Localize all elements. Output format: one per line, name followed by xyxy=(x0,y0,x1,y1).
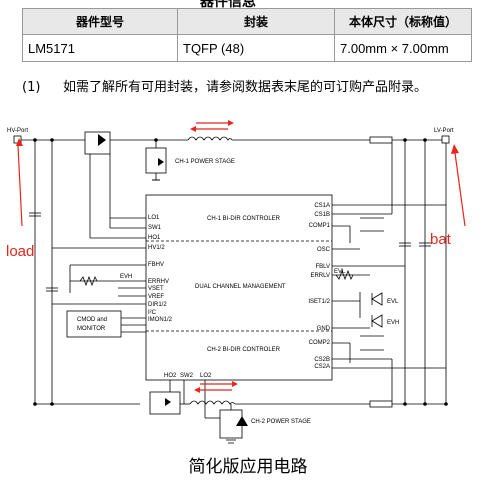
evh-arrow-label: EVH xyxy=(387,320,399,326)
lv-port-label: LV-Port xyxy=(434,128,454,134)
lm5171-ic-block xyxy=(145,194,333,381)
ic-pin-right-8: COMP2 xyxy=(309,340,331,346)
cmod-label-2: MONITOR xyxy=(77,326,106,332)
ic-pin-left-0: LO1 xyxy=(148,215,160,221)
ic-pin-right-1: CS1B xyxy=(314,212,330,218)
evh-label: EVH xyxy=(120,274,132,280)
ch1-power-stage-label: CH-1 POWER STAGE xyxy=(175,159,235,165)
ch2-controller-label: CH-2 BI-DIR CONTROLER xyxy=(207,347,281,353)
ic-pin-left-1: SW1 xyxy=(148,225,162,231)
header-device: 器件型号 xyxy=(22,8,178,35)
ic-pin-right-2: COMP1 xyxy=(309,223,331,229)
evl-label: EVL xyxy=(334,269,346,275)
ic-pin-right-7: GND xyxy=(317,326,331,332)
ic-pin-right-4: FBLV xyxy=(315,264,330,270)
footnote-text: 如需了解所有可用封装，请参阅数据表末尾的可订购产品附录。 xyxy=(63,80,428,95)
load-arrow xyxy=(17,145,23,227)
diode-icon xyxy=(98,134,106,146)
partial-section-heading: 器件信息 xyxy=(200,0,256,10)
bat-label: bat xyxy=(430,231,452,248)
footnote-number: (1) xyxy=(22,80,41,95)
ic-pin-right-6: ISET1/2 xyxy=(308,299,330,305)
ic-pin-left-7: VREF xyxy=(148,294,164,300)
ic-pin-right-5: ERRLV xyxy=(310,273,330,279)
ic-pin-right-3: OSC xyxy=(317,247,331,253)
header-package: 封装 xyxy=(177,8,335,35)
cmod-monitor-block xyxy=(66,310,122,338)
ic-pin-left-6: VSET xyxy=(148,286,164,292)
ch1-controller-label: CH-1 BI-DIR CONTROLER xyxy=(207,216,281,222)
table-header-row: 器件型号 封装 本体尺寸（标称值） xyxy=(22,8,472,35)
ic-pin-right-10: CS2A xyxy=(314,364,330,370)
ic-pin-left-10: IMON1/2 xyxy=(148,317,173,323)
ic-pin-right-0: CS1A xyxy=(314,203,330,209)
ic-pin-left-5: ERRHV xyxy=(148,279,169,285)
header-size: 本体尺寸（标称值） xyxy=(334,8,472,35)
ic-pin-bottom-0: HO2 xyxy=(164,373,177,379)
table-row: LM5171 TQFP (48) 7.00mm × 7.00mm xyxy=(22,34,472,62)
cell-device: LM5171 xyxy=(22,34,178,62)
application-circuit-diagram: HV-Port LV-Port CH-1 POWER STAGE CH-2 PO… xyxy=(6,120,466,444)
ic-pin-bottom-2: LO2 xyxy=(200,373,212,379)
hv-port-label: HV-Port xyxy=(7,128,28,134)
dual-management-label: DUAL CHANNEL MANAGEMENT xyxy=(195,284,286,290)
ic-pin-left-9: I²C xyxy=(148,310,157,316)
diagram-caption: 简化版应用电路 xyxy=(188,457,308,477)
ic-pin-left-4: FBHV xyxy=(148,262,164,268)
ch2-power-stage-label: CH-2 POWER STAGE xyxy=(251,419,311,425)
cell-size: 7.00mm × 7.00mm xyxy=(334,34,472,62)
ic-pin-left-8: DIR1/2 xyxy=(148,302,167,308)
ic-pin-right-9: CS2B xyxy=(314,357,330,363)
ic-pin-left-3: HV1/2 xyxy=(148,245,165,251)
ic-pin-left-2: HO1 xyxy=(148,235,161,241)
load-label: load xyxy=(6,243,34,260)
lv-port-terminal xyxy=(441,135,450,144)
diode-icon xyxy=(236,416,248,426)
cmod-label-1: CMOD and xyxy=(77,317,107,323)
ic-pin-bottom-1: SW2 xyxy=(180,373,194,379)
cell-package: TQFP (48) xyxy=(177,34,335,62)
evl-arrow-label: EVL xyxy=(387,299,399,305)
bat-arrow xyxy=(454,152,466,227)
device-info-table: 器件型号 封装 本体尺寸（标称值） LM5171 TQFP (48) 7.00m… xyxy=(22,8,472,62)
